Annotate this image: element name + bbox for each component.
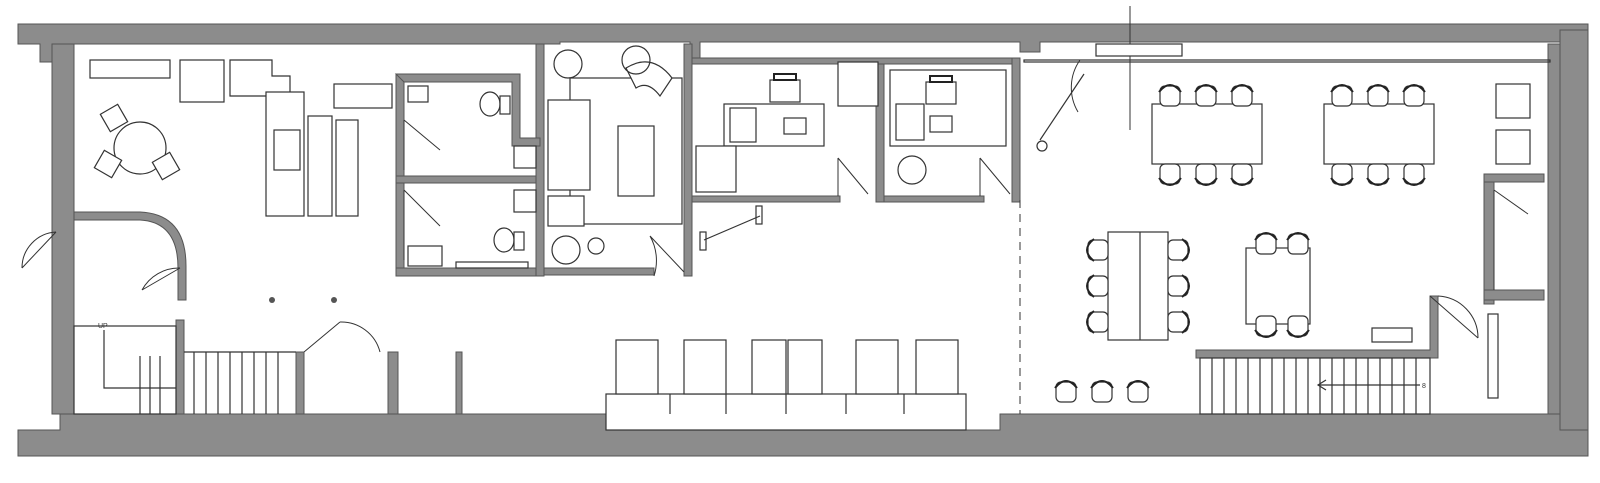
exterior-walls bbox=[17, 23, 1589, 457]
doors bbox=[21, 6, 1529, 353]
chair-icon bbox=[1286, 315, 1310, 338]
chair-icon bbox=[1054, 380, 1078, 403]
chair-icon bbox=[1167, 238, 1190, 262]
chair-icon bbox=[1402, 84, 1426, 107]
corridor-seating bbox=[605, 339, 967, 431]
chair-icon bbox=[1086, 274, 1109, 298]
chair-icon bbox=[1402, 163, 1426, 186]
chair-icon bbox=[1230, 163, 1254, 186]
bathrooms bbox=[407, 85, 537, 269]
chair-icon bbox=[1158, 163, 1182, 186]
chairs bbox=[1054, 84, 1426, 403]
chair-icon bbox=[1330, 163, 1354, 186]
chair-icon bbox=[1330, 84, 1354, 107]
chair-icon bbox=[1086, 310, 1109, 334]
chair-icon bbox=[1167, 274, 1190, 298]
chair-icon bbox=[1194, 163, 1218, 186]
chair-icon bbox=[1126, 380, 1150, 403]
chair-icon bbox=[1086, 238, 1109, 262]
chair-icon bbox=[1167, 310, 1190, 334]
office-right bbox=[889, 69, 1007, 185]
chair-icon bbox=[1230, 84, 1254, 107]
chair-icon bbox=[1158, 84, 1182, 107]
stair-left: UP bbox=[73, 323, 296, 415]
chair-icon bbox=[1194, 84, 1218, 107]
stair-right: 8 bbox=[1199, 357, 1431, 415]
chair-icon bbox=[1366, 84, 1390, 107]
chair-icon bbox=[1366, 163, 1390, 186]
stair-count-label: 8 bbox=[1422, 383, 1426, 390]
chair-icon bbox=[1254, 232, 1278, 255]
chair-icon bbox=[1286, 232, 1310, 255]
kitchen-area bbox=[89, 59, 393, 303]
lounge bbox=[547, 45, 683, 265]
office-left bbox=[695, 61, 879, 251]
chair-icon bbox=[1090, 380, 1114, 403]
chair-icon bbox=[1254, 315, 1278, 338]
dining-area bbox=[1019, 43, 1551, 414]
stair-up-label: UP bbox=[98, 323, 108, 330]
interior-walls bbox=[73, 43, 1545, 415]
